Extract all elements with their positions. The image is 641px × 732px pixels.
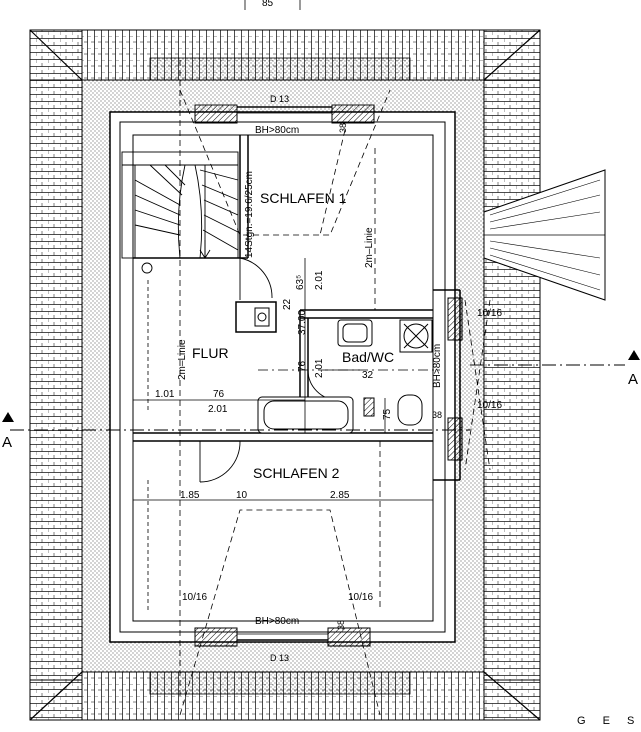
bathtub — [257, 396, 354, 434]
section-letter-right: A — [628, 371, 638, 388]
dim-38-bottom: 38 — [336, 620, 346, 630]
d13-top: D 13 — [270, 94, 289, 104]
stair-spec: 14Stgn.=19.6/25cm — [244, 171, 255, 258]
section-letter-left: A — [2, 434, 12, 451]
roof-right — [483, 29, 541, 721]
dim-75: 75 — [382, 408, 393, 420]
dim-201-a: 2.01 — [314, 270, 325, 290]
ges-label: G E S — [577, 715, 641, 727]
d13-bottom: D 13 — [270, 653, 289, 663]
section-marker-left — [2, 412, 14, 422]
room-label-schlafen1: SCHLAFEN 1 — [260, 190, 347, 206]
roof-left — [29, 29, 83, 721]
dashed-lines — [147, 60, 491, 716]
dim-185: 1.85 — [180, 490, 200, 501]
outer-walls — [109, 111, 456, 643]
dormer-windows — [194, 104, 463, 647]
top-dimension: 85 — [262, 0, 274, 9]
dim-101: 1.01 — [155, 389, 175, 400]
dim-76-h: 76 — [213, 389, 225, 400]
dim-38-top: 38 — [338, 123, 348, 133]
dimension-lines — [133, 0, 433, 501]
section-line — [10, 364, 625, 431]
chimney — [235, 301, 277, 333]
line-label-flur: 2m–Linie — [177, 339, 188, 380]
door-swings — [199, 257, 339, 483]
dim-3700: 37.00 — [297, 310, 308, 335]
dim-1016-d: 10/16 — [348, 592, 373, 603]
room-label-schlafen2: SCHLAFEN 2 — [253, 465, 340, 481]
room-label-flur: FLUR — [192, 345, 229, 361]
dim-76-v: 76 — [297, 360, 308, 372]
dim-1016-a: 10/16 — [477, 308, 502, 319]
dim-10: 10 — [236, 490, 248, 501]
dim-38-bad: 38 — [432, 410, 442, 420]
dim-285: 2.85 — [330, 490, 350, 501]
bathroom-fixtures — [257, 319, 433, 434]
bh-top: BH>80cm — [255, 125, 299, 136]
dim-201-b: 2.01 — [314, 358, 325, 378]
dim-1016-b: 10/16 — [477, 400, 502, 411]
dim-22: 22 — [282, 298, 293, 310]
bh-bottom: BH>80cm — [255, 616, 299, 627]
roof-ridges — [29, 29, 541, 721]
toilet — [397, 394, 423, 426]
room-label-bad: Bad/WC — [342, 349, 394, 365]
dim-1016-c: 10/16 — [182, 592, 207, 603]
bh-bad: BH>80cm — [432, 344, 443, 388]
line-label-schlafen1: 2m–Linie — [364, 227, 375, 268]
dim-201-c: 2.01 — [208, 404, 228, 415]
dim-63: 63⁵ — [295, 275, 306, 290]
dormer-right — [483, 169, 606, 301]
washbasin — [337, 319, 373, 347]
section-marker-right — [628, 350, 640, 360]
dim-32: 32 — [362, 370, 374, 381]
